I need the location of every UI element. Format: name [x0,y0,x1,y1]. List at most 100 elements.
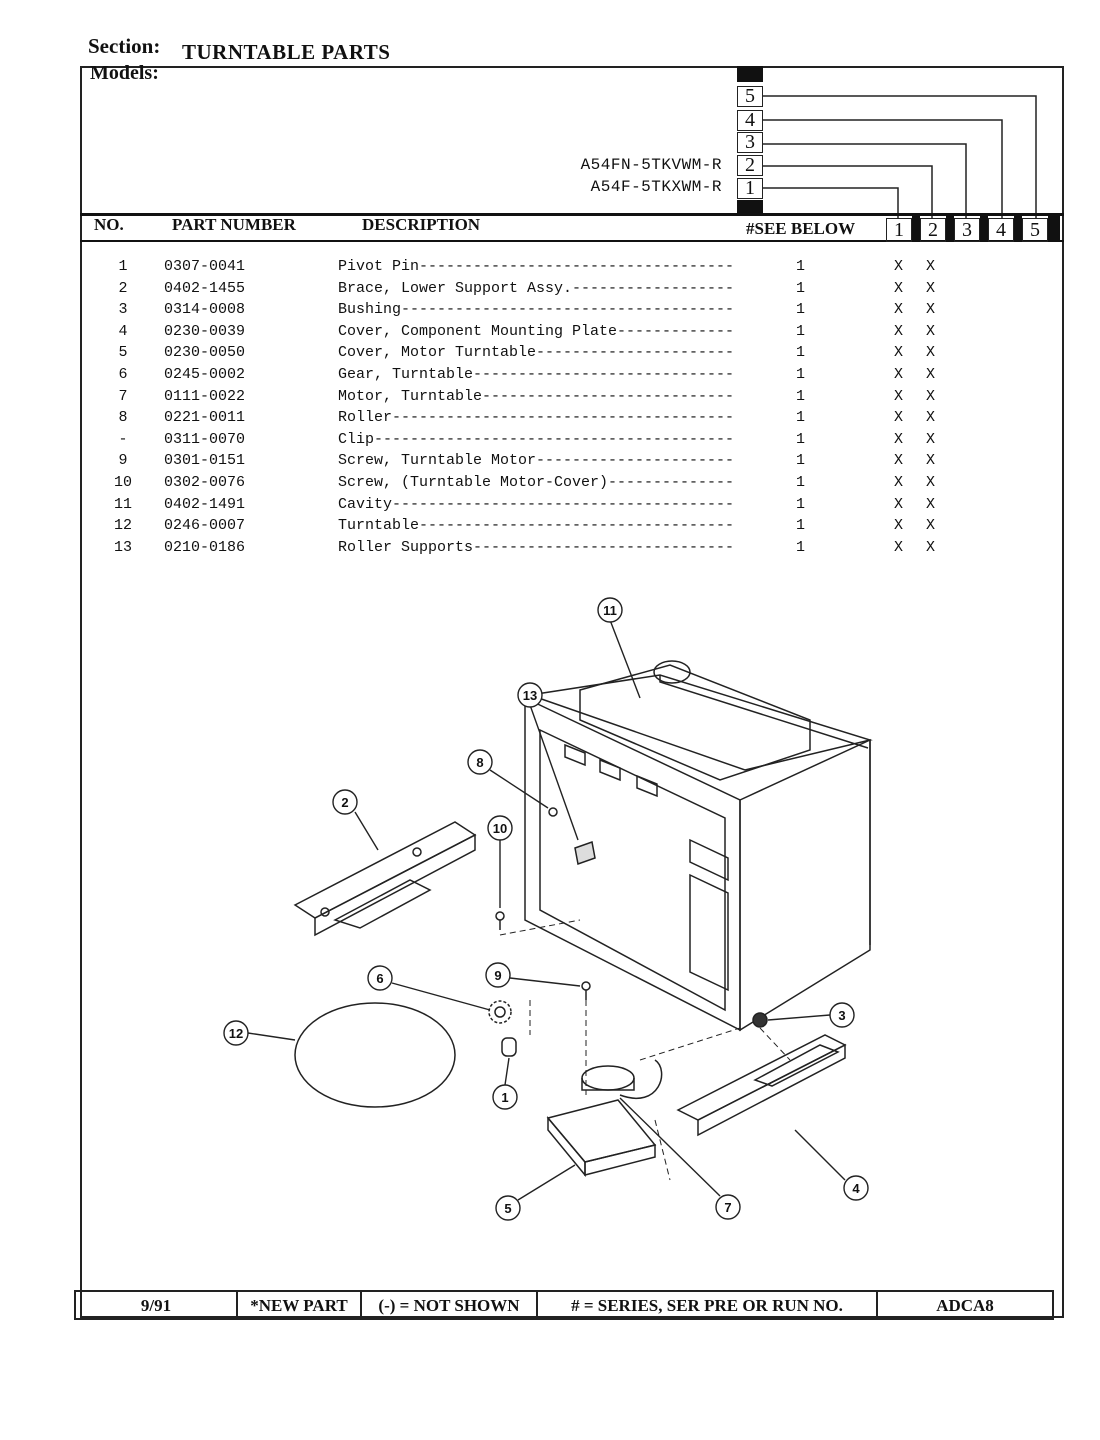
series-1-mark: X [894,409,904,427]
part-number: 0307-0041 [164,258,246,275]
svg-text:4: 4 [852,1181,860,1196]
part-qty: 1 [796,301,806,319]
part-description: Screw, (Turntable Motor-Cover) [338,474,609,491]
footer-series-note: # = SERIES, SER PRE OR RUN NO. [538,1292,878,1318]
series-2-mark: X [926,322,936,340]
series-1-mark: X [894,495,904,513]
series-separator [1014,215,1022,242]
footer-not-shown: (-) = NOT SHOWN [362,1292,538,1318]
leader-dashes: ---------------------------------------- [374,430,734,448]
part-description: Motor, Turntable [338,387,483,405]
part-description: Roller Supports [338,538,474,556]
cover-5 [546,1099,657,1178]
part-no: 7 [118,387,128,405]
model-number-box: 4 [737,110,763,131]
leader-dashes: -------------------------------------- [392,409,734,427]
part-description: Bushing [338,301,402,319]
series-1-mark: X [894,452,904,470]
part-qty: 1 [796,495,806,513]
callout-12: 12 [223,1020,296,1046]
part-number: 0230-0050 [164,344,246,362]
part-number: 0246-0007 [164,517,246,535]
col-header-part-number: PART NUMBER [172,215,296,234]
callout-10: 10 [487,815,513,908]
part-description: Screw, Turntable Motor [338,452,537,470]
header-rule [80,213,1064,216]
series-2-mark: X [926,344,936,362]
series-2-mark: X [926,452,936,470]
series-2-mark: X [926,430,936,448]
part-number: 0111-0022 [164,387,246,405]
section-title: TURNTABLE PARTS [182,40,391,64]
pivot-pin-1 [501,1037,517,1057]
callout-8: 8 [467,749,549,809]
part-description: Cavity [338,495,393,513]
col-header-see-below: #SEE BELOW [746,219,856,238]
gear-6 [488,1000,512,1024]
model-name: A54FN-5TKVWM-R [580,156,722,174]
part-description: Brace, Lower Support Assy. [338,279,573,297]
screw-9 [581,981,591,1000]
footer-code: ADCA8 [936,1296,994,1315]
screw-10 [495,911,505,930]
footer-date: 9/91 [76,1292,238,1318]
model-name: A54F-5TKXWM-R [590,178,722,196]
part-no: 13 [113,538,132,556]
footer-bar: 9/91 *NEW PART (-) = NOT SHOWN # = SERIE… [74,1290,1054,1320]
series-2-mark: X [926,538,936,556]
series-2-mark: X [926,495,936,513]
part-description: Pivot Pin [338,258,420,275]
motor-7 [581,1059,663,1099]
series-2-mark: X [926,301,936,319]
series-separator [946,215,954,242]
part-qty: 1 [796,517,806,535]
leader-dashes: ------------------ [572,279,734,297]
series-box: 5 [1022,218,1048,242]
callouts: 11 13 8 2 10 9 6 12 1 3 4 5 7 [223,597,869,1221]
model-number-box: 1 [737,178,763,199]
part-number: 0402-1455 [164,279,246,297]
series-box: 2 [920,218,946,242]
svg-text:13: 13 [523,688,537,703]
part-description: Turntable [338,517,420,535]
series-1-mark: X [894,517,904,535]
series-2-mark: X [926,387,936,405]
part-qty: 1 [796,366,806,383]
leader-dashes: ----------------------------------- [419,258,734,275]
part-number: 0210-0186 [164,538,246,556]
svg-text:1: 1 [501,1090,508,1105]
part-qty: 1 [796,279,806,297]
model-bar [737,200,763,214]
series-box: 3 [954,218,980,242]
leader-dashes: -------------------------------------- [392,495,734,513]
leader-dashes: ----------------------------- [473,366,734,383]
series-box: 1 [886,218,912,242]
bushing-3 [752,1012,768,1028]
model-leader-lines [763,95,1037,218]
series-separator [980,215,988,242]
part-no: 4 [118,322,128,340]
series-2-mark: X [926,517,936,535]
callout-5: 5 [495,1164,576,1221]
brace-2 [293,821,477,937]
series-1-mark: X [894,344,904,362]
model-bar [737,66,763,82]
svg-text:12: 12 [229,1026,243,1041]
callout-11: 11 [597,597,641,699]
footer-new-part: *NEW PART [238,1292,362,1318]
leader-dashes: ---------------------------- [482,387,734,405]
col-header-no: NO. [94,215,124,234]
leader-dashes: ---------------------- [536,452,734,470]
cavity [524,660,873,1032]
series-1-mark: X [894,538,904,556]
callout-13: 13 [517,682,579,841]
part-qty: 1 [796,474,806,491]
section-label: Section: [88,34,161,58]
svg-text:7: 7 [724,1200,731,1215]
part-no: 9 [118,452,128,470]
part-no: 6 [118,366,128,383]
svg-text:9: 9 [494,968,501,983]
series-1-mark: X [894,322,904,340]
model-number-box: 2 [737,155,763,176]
series-2-mark: X [926,409,936,427]
